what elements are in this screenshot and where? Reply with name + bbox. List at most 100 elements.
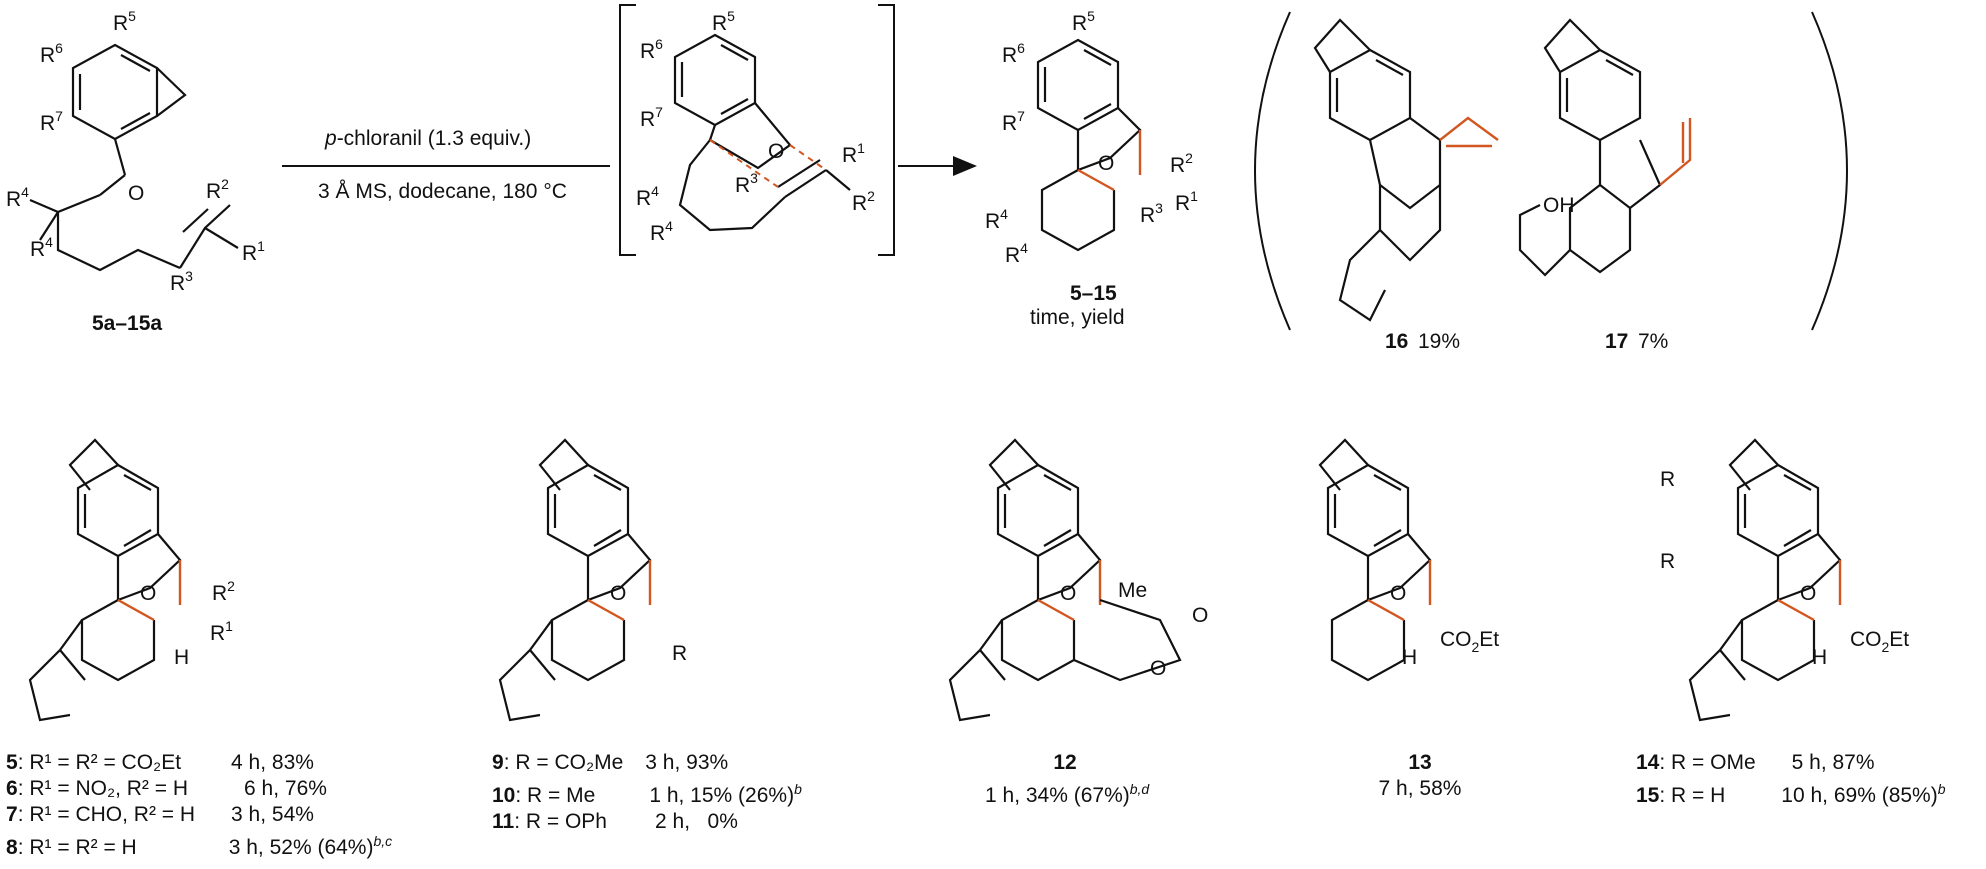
- condition-reagent: p-chloranil (1.3 equiv.): [324, 127, 531, 150]
- example-14-15-structure: [1688, 438, 1842, 722]
- example-9-11-structure: [498, 438, 652, 722]
- int-r2: R2: [852, 188, 875, 215]
- byproduct-parentheses: [1254, 11, 1848, 331]
- prod-r2: R2: [1170, 150, 1193, 177]
- int-oxygen: O: [768, 140, 784, 163]
- condition-solvent: 3 Å MS, dodecane, 180 °C: [318, 180, 567, 203]
- sm-r3: R3: [170, 268, 193, 295]
- intermediate-labels: R5 R6 R7 R4 R4 R3 R1 R2 O: [636, 8, 875, 245]
- sm-r4b: R4: [30, 234, 53, 261]
- ex1-h: H: [174, 646, 189, 669]
- compound-13-label: 13: [1408, 751, 1432, 774]
- product-structure: [1036, 38, 1142, 252]
- prod-r5: R5: [1072, 8, 1095, 35]
- prod-r4b: R4: [1005, 240, 1028, 267]
- svg-text:R3: R3: [170, 268, 193, 295]
- byproduct-16-label: 16: [1385, 330, 1408, 353]
- compound-12-label: 12: [1053, 751, 1077, 774]
- example-12-labels: Me O O O: [1060, 579, 1208, 680]
- svg-text:R5: R5: [113, 8, 136, 35]
- prod-caption: time, yield: [1030, 306, 1125, 329]
- prod-r3: R3: [1140, 200, 1163, 227]
- prod-r4a: R4: [985, 206, 1008, 233]
- ex2-r: R: [672, 642, 687, 665]
- byproduct-17-structure: [1518, 18, 1662, 277]
- ex3-me: Me: [1118, 579, 1147, 602]
- ex3-carbonyl-o: O: [1192, 604, 1208, 627]
- compound-12-result: 1 h, 34% (67%)b,d: [985, 781, 1150, 807]
- ex4-co2et: CO2Et: [1440, 628, 1499, 655]
- starting-material-structure: [29, 43, 239, 272]
- ex4-h: H: [1402, 646, 1417, 669]
- ex3-ring-o: O: [1150, 657, 1166, 680]
- prod-oxygen: O: [1098, 152, 1114, 175]
- prod-r1: R1: [1175, 188, 1198, 215]
- example-13-structure: [1318, 438, 1432, 682]
- example-5-8-labels: R2 R1 H O: [140, 578, 235, 669]
- sm-r6: R6: [40, 40, 63, 67]
- example-5-8-structure: [28, 438, 182, 722]
- ex5-co2et: CO2Et: [1850, 628, 1909, 655]
- ex5-r-top: R: [1660, 468, 1675, 491]
- svg-text:R2: R2: [206, 176, 229, 203]
- sm-r7: R7: [40, 108, 63, 135]
- sm-r4a: R4: [6, 184, 29, 211]
- sm-oxygen: O: [128, 182, 144, 205]
- prod-r7: R7: [1002, 108, 1025, 135]
- sm-r2: R2: [206, 176, 229, 203]
- sm-r5: R5: [113, 8, 136, 35]
- byproduct-labels: OH 16 19% 17 7%: [1385, 194, 1668, 353]
- byproduct-17-yield: 7%: [1638, 330, 1668, 353]
- byproduct-16-structure: [1313, 18, 1442, 322]
- byproduct-17-label: 17: [1605, 330, 1628, 353]
- svg-text:R4: R4: [6, 184, 29, 211]
- byproduct-17-hydroxy: OH: [1543, 194, 1575, 217]
- compound-13-result: 7 h, 58%: [1378, 777, 1462, 800]
- product-labels: R5 R6 R7 R2 R1 R3 R4 R4 O 5–15 time, yie…: [985, 8, 1198, 329]
- byproduct-17-new-bonds: [1659, 118, 1692, 186]
- intermediate-structure: [673, 33, 851, 232]
- examples-col4-caption: 13 7 h, 58%: [1360, 750, 1480, 802]
- example-9-11-labels: R O: [610, 582, 687, 665]
- int-r5: R5: [712, 8, 735, 35]
- int-r6: R6: [640, 36, 663, 63]
- ex5-oxygen: O: [1800, 582, 1816, 605]
- svg-text:R4: R4: [30, 234, 53, 261]
- example-13-labels: CO2Et H O: [1390, 582, 1499, 669]
- prod-r6: R6: [1002, 40, 1025, 67]
- ex2-oxygen: O: [610, 582, 626, 605]
- ex4-oxygen: O: [1390, 582, 1406, 605]
- intermediate-forming-bonds: [709, 139, 827, 188]
- ex5-h: H: [1812, 646, 1827, 669]
- int-r7: R7: [640, 104, 663, 131]
- svg-text:R1: R1: [242, 238, 265, 265]
- ex5-r-bottom: R: [1660, 550, 1675, 573]
- example-14-15-labels: R R CO2Et H O: [1660, 468, 1909, 669]
- product-new-bonds: [1077, 130, 1142, 192]
- byproduct-16-yield: 19%: [1418, 330, 1460, 353]
- ex1-r2: R2: [212, 578, 235, 605]
- int-r4b: R4: [650, 218, 673, 245]
- sm-r1: R1: [242, 238, 265, 265]
- int-r3: R3: [735, 170, 758, 197]
- svg-text:R6: R6: [40, 40, 63, 67]
- int-r4a: R4: [636, 183, 659, 210]
- examples-col3-caption: 12 1 h, 34% (67%)b,d: [985, 750, 1150, 809]
- prod-compound-label: 5–15: [1070, 282, 1117, 305]
- svg-text:R7: R7: [40, 108, 63, 135]
- ex1-r1: R1: [210, 618, 233, 645]
- ex3-oxygen: O: [1060, 582, 1076, 605]
